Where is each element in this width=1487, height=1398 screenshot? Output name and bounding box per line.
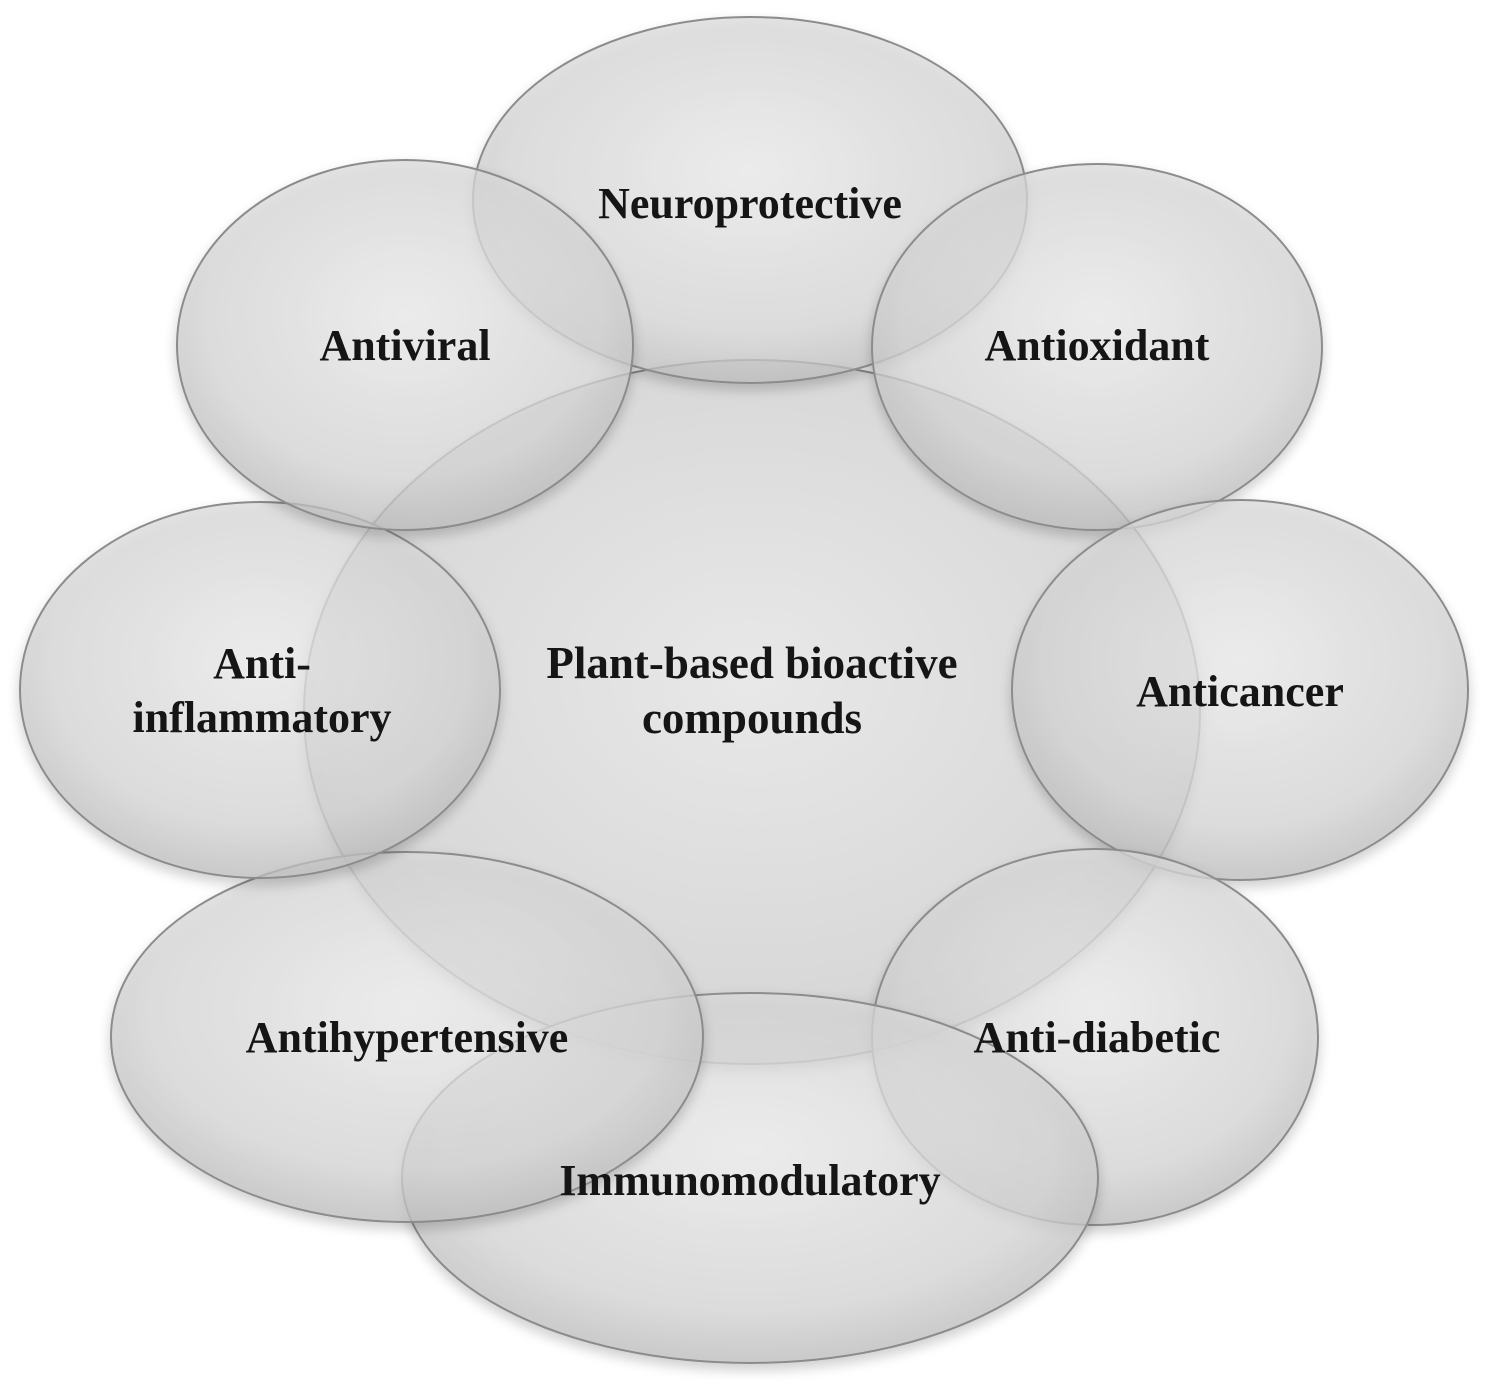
label-anti-inflammatory-line2: inflammatory bbox=[132, 693, 391, 742]
activity-labels: NeuroprotectiveAntioxidantAnticancerAnti… bbox=[132, 179, 1343, 1205]
label-antihypertensive: Antihypertensive bbox=[246, 1013, 569, 1062]
label-antioxidant: Antioxidant bbox=[985, 321, 1210, 370]
label-anti-inflammatory-line1: Anti- bbox=[213, 639, 311, 688]
ellipse-anticancer bbox=[1011, 499, 1469, 881]
activity-ellipses bbox=[19, 16, 1469, 1364]
label-anti-diabetic: Anti-diabetic bbox=[974, 1013, 1221, 1062]
label-neuroprotective: Neuroprotective bbox=[598, 179, 902, 228]
label-immunomodulatory: Immunomodulatory bbox=[559, 1156, 940, 1205]
ellipse-antiviral bbox=[176, 159, 634, 531]
ellipse-anti-inflammatory bbox=[19, 501, 501, 879]
ellipse-antihypertensive bbox=[110, 851, 704, 1223]
center-label-line1: Plant-based bioactive bbox=[546, 638, 957, 688]
label-anticancer: Anticancer bbox=[1136, 667, 1344, 716]
ellipse-antioxidant bbox=[871, 163, 1323, 531]
label-antiviral: Antiviral bbox=[319, 321, 490, 370]
center-label-line2: compounds bbox=[642, 693, 862, 743]
